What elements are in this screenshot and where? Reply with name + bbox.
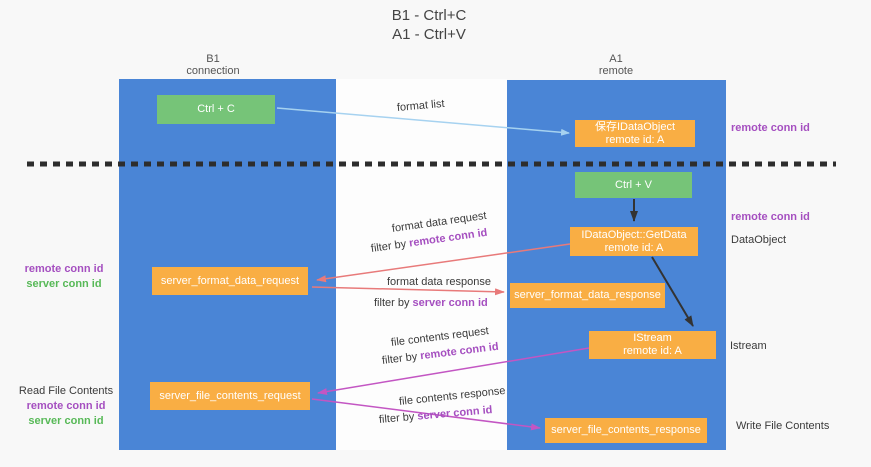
save-dataobject-line2: remote id: A <box>605 133 665 146</box>
lane-header-a1-name: A1 <box>609 53 623 65</box>
ctrl-v-box: Ctrl + V <box>575 172 692 198</box>
idataobject-getdata-box: IDataObject::GetData remote id: A <box>570 227 698 256</box>
lane-header-a1-role: remote <box>598 65 634 77</box>
lane-header-b1: B1 connection <box>153 53 273 77</box>
left-server-conn-id-label-1: server conn id <box>26 278 102 290</box>
right-remote-conn-id-label-1: remote conn id <box>731 122 810 134</box>
format-data-response-filter-label: filter by server conn id <box>374 297 488 309</box>
server-format-data-response-label: server_format_data_response <box>514 289 661 301</box>
server-format-data-response-box: server_format_data_response <box>510 283 665 308</box>
server-file-contents-response-label: server_file_contents_response <box>551 424 701 436</box>
diagram-title: B1 - Ctrl+C A1 - Ctrl+V <box>329 6 529 44</box>
server-file-contents-request-box: server_file_contents_request <box>150 382 310 410</box>
left-conn-id-group-2: Read File Contents remote conn id server… <box>8 384 124 429</box>
getdata-line2: remote id: A <box>604 241 664 254</box>
server-conn-id-text: server conn id <box>412 297 488 309</box>
istream-line2: remote id: A <box>623 345 682 357</box>
istream-side-label: Istream <box>730 340 767 352</box>
file-contents-request-arrow <box>317 347 590 395</box>
lane-header-b1-name: B1 <box>206 53 220 65</box>
ctrl-v-label: Ctrl + V <box>615 178 652 191</box>
lane-header-b1-role: connection <box>186 65 240 77</box>
left-remote-conn-id-label-2: remote conn id <box>26 400 106 412</box>
server-file-contents-request-label: server_file_contents_request <box>159 389 301 402</box>
istream-line1: IStream <box>633 332 672 344</box>
dataobject-label: DataObject <box>731 234 787 246</box>
server-format-data-request-label: server_format_data_request <box>160 274 300 287</box>
read-file-contents-label: Read File Contents <box>18 385 114 397</box>
lane-header-a1: A1 remote <box>556 53 676 77</box>
left-server-conn-id-label-2: server conn id <box>28 415 104 427</box>
getdata-to-istream-arrow <box>651 256 694 327</box>
server-file-contents-response-box: server_file_contents_response <box>545 418 707 443</box>
file-contents-response-arrow <box>311 398 541 431</box>
istream-box: IStream remote id: A <box>589 331 716 359</box>
title-line-1: B1 - Ctrl+C <box>391 7 467 24</box>
format-data-request-arrow <box>316 243 571 283</box>
left-conn-id-group-1: remote conn id server conn id <box>8 262 120 292</box>
save-dataobject-line1: 保存IDataObject <box>594 120 676 133</box>
ctrl-c-label: Ctrl + C <box>197 103 235 115</box>
format-data-response-label: format data response <box>387 276 491 288</box>
getdata-line1: IDataObject::GetData <box>581 228 687 241</box>
server-format-data-request-box: server_format_data_request <box>152 267 308 295</box>
format-list-arrow <box>276 107 570 136</box>
title-line-2: A1 - Ctrl+V <box>392 26 466 43</box>
filter-by-text: filter by <box>374 297 410 309</box>
left-remote-conn-id-label-1: remote conn id <box>24 263 104 275</box>
write-file-contents-label: Write File Contents <box>736 420 830 432</box>
right-remote-conn-id-label-2: remote conn id <box>731 211 810 223</box>
format-data-response-arrow <box>311 286 505 296</box>
ctrl-c-box: Ctrl + C <box>157 95 275 124</box>
save-dataobject-box: 保存IDataObject remote id: A <box>575 120 695 147</box>
